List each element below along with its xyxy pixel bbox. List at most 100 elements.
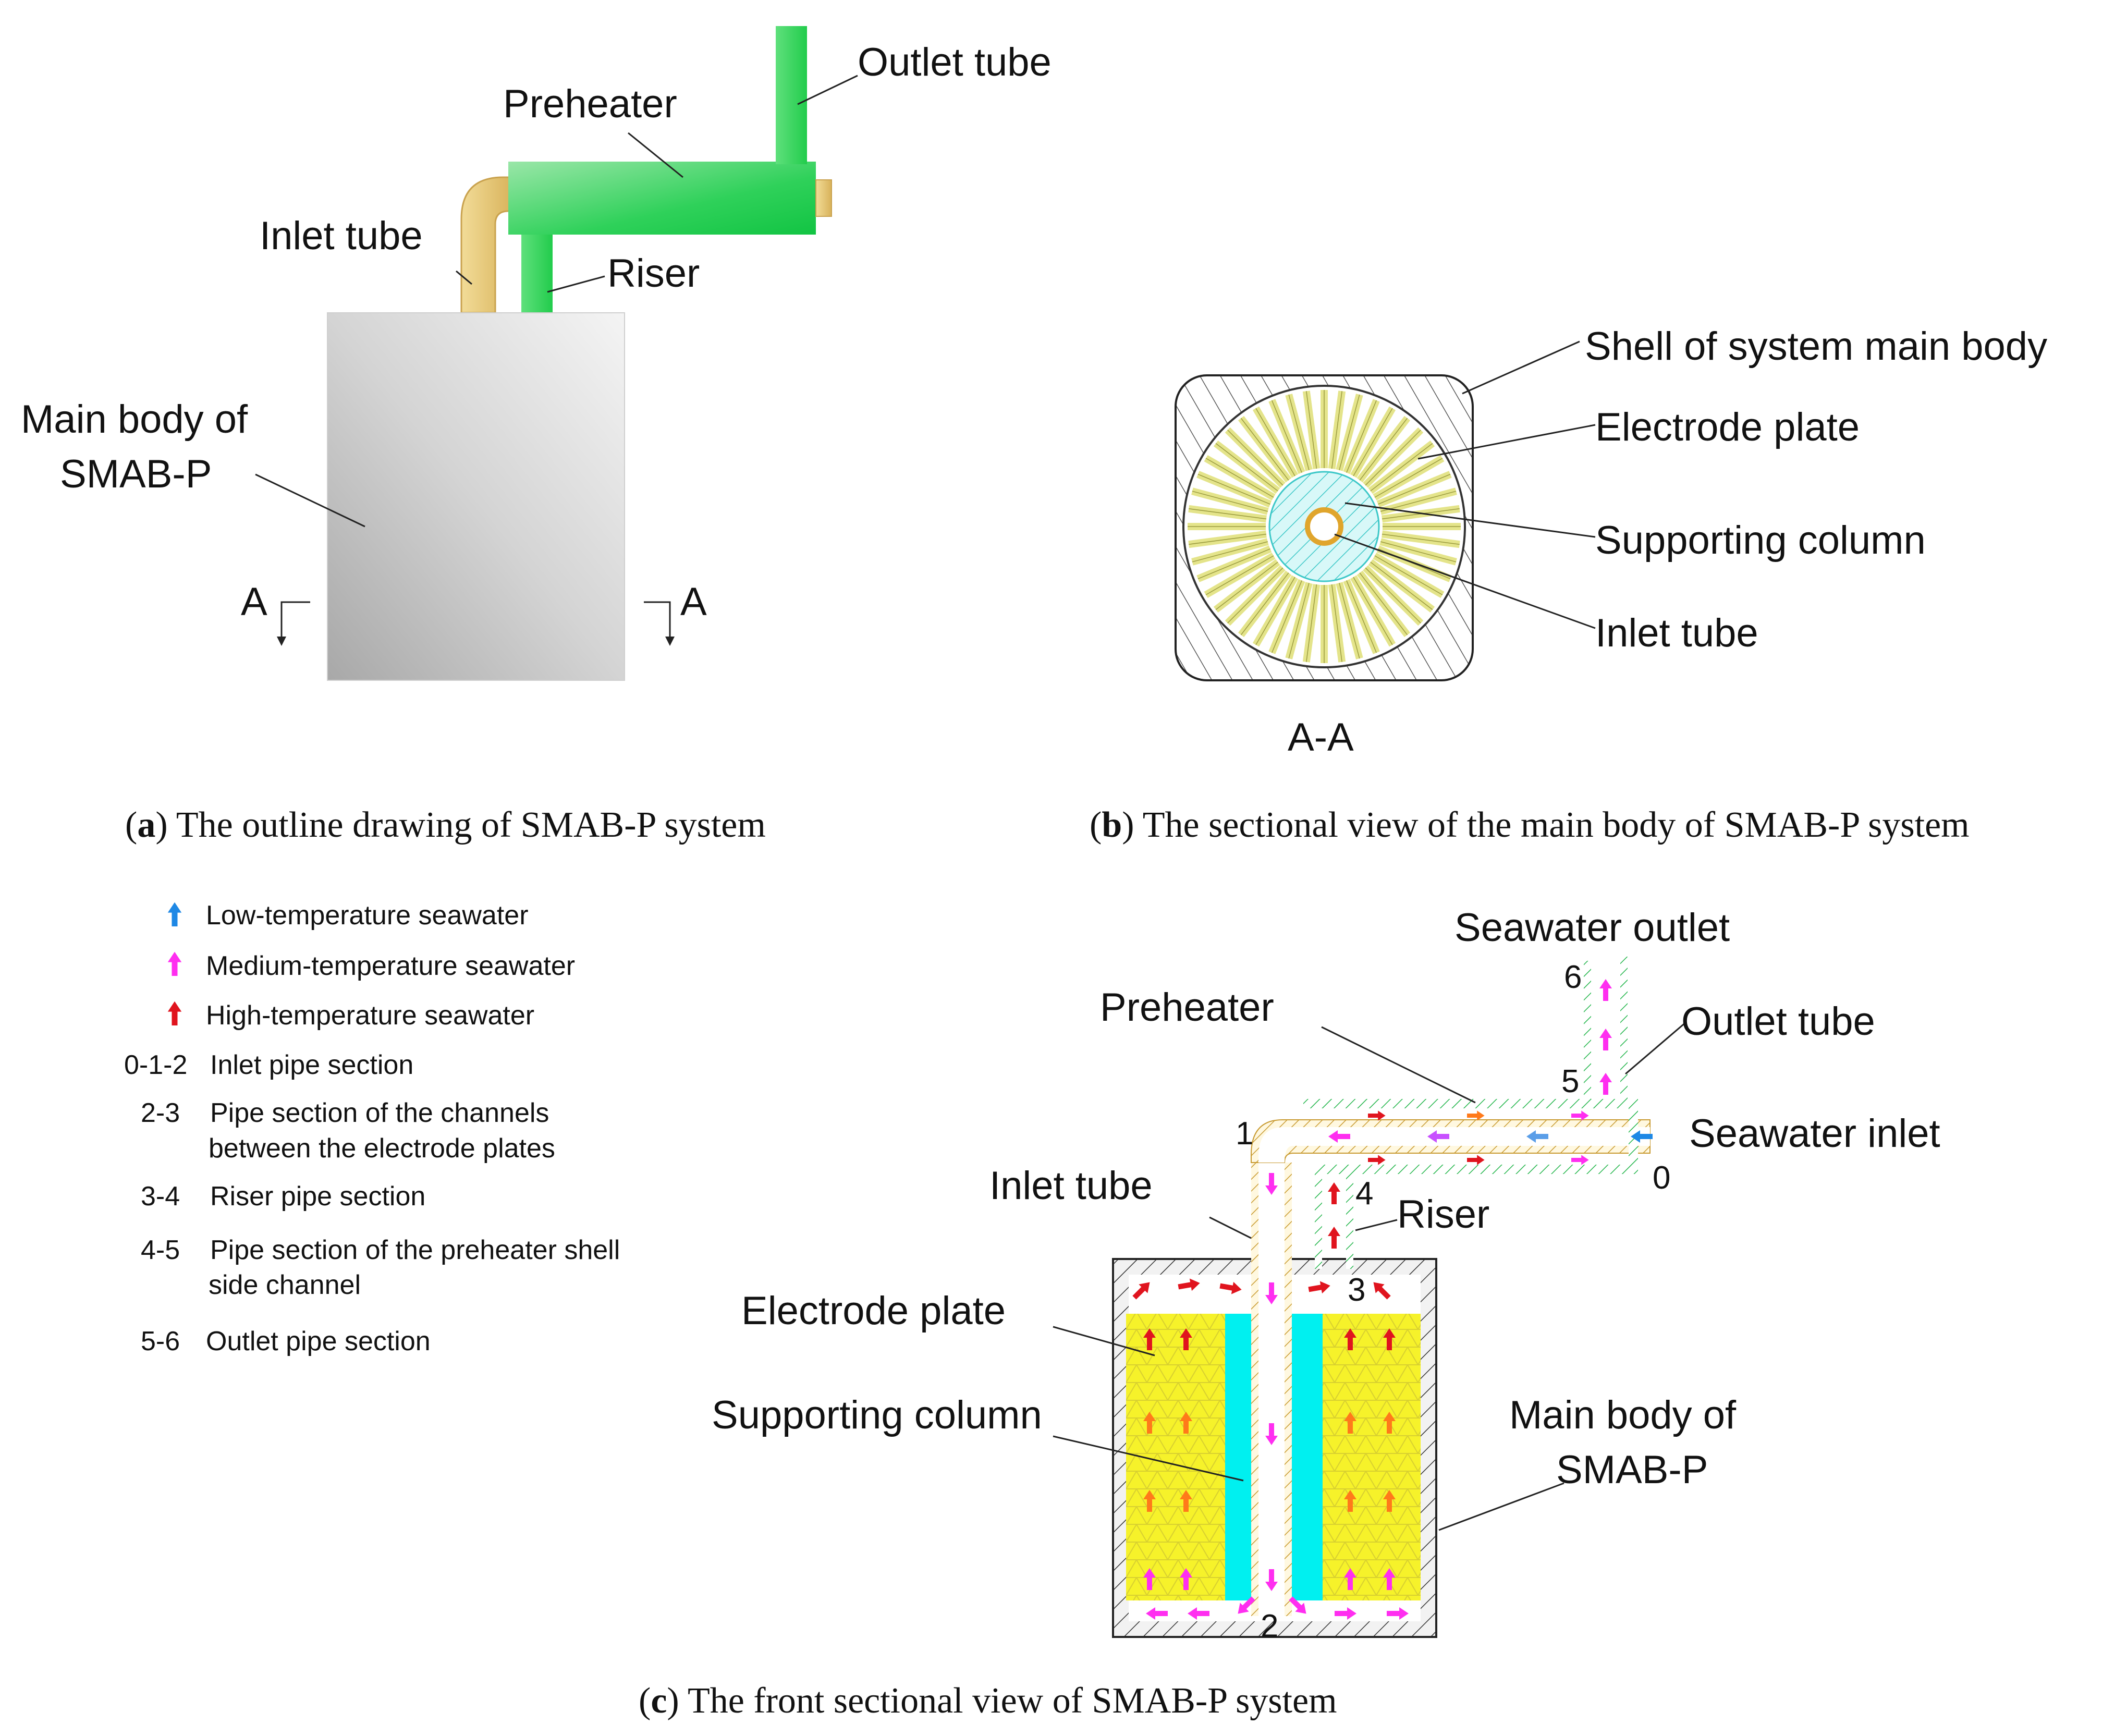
arrow-up-icon xyxy=(1143,1568,1156,1590)
electrode-plate-spoke-edge xyxy=(1346,400,1377,473)
label-outlet-tube-c: Outlet tube xyxy=(1681,999,1875,1044)
electrode-plate-spoke-edge xyxy=(1272,580,1302,653)
electrode-plate-spoke-edge xyxy=(1370,561,1433,610)
preheater-shell-top xyxy=(1303,1099,1637,1108)
preheater-inlet-stub xyxy=(815,179,832,217)
arrow-up-icon xyxy=(1180,1490,1192,1512)
preheater-shape xyxy=(508,162,816,235)
label-electrode-plate-b: Electrode plate xyxy=(1595,405,1860,449)
point-3: 3 xyxy=(1348,1272,1365,1308)
label-section-a-right: A xyxy=(680,580,707,624)
electrode-plate-spoke-edge xyxy=(1306,584,1317,662)
arrow-up-icon xyxy=(1383,1490,1396,1512)
arrow-inlet-icon xyxy=(1631,1130,1653,1143)
label-preheater-a: Preheater xyxy=(503,82,677,126)
inlet-tube-ring xyxy=(1305,507,1343,546)
outlet-tube-shape xyxy=(776,26,807,164)
electrode-plate-spoke-edge xyxy=(1205,555,1274,595)
arrow-up-icon xyxy=(1143,1412,1156,1434)
electrode-plate-spoke-edge xyxy=(1359,572,1408,635)
inlet-tube-wall-left xyxy=(1251,1163,1258,1616)
electrode-plate-spoke-edge xyxy=(1359,418,1408,481)
outlet-tube-wall-left xyxy=(1584,957,1591,1102)
electrode-plate-spoke-edge xyxy=(1197,474,1270,505)
arrow-high-temp-icon xyxy=(167,1001,182,1025)
electrode-plate-spoke-edge xyxy=(1189,533,1267,545)
label-preheater-c: Preheater xyxy=(1100,985,1274,1030)
panel-b-sectional-view: Shell of system main body Electrode plat… xyxy=(1090,324,2047,845)
label-riser-c: Riser xyxy=(1397,1192,1489,1237)
electrode-plate-spoke-edge xyxy=(1215,443,1278,492)
inlet-tube-bore xyxy=(1258,1163,1285,1616)
arrow-inlet-down-icon xyxy=(1265,1569,1278,1591)
legend-key-45: 4-5 xyxy=(141,1235,180,1265)
legend-text-56: Outlet pipe section xyxy=(206,1326,431,1356)
arrow-top-icon xyxy=(1219,1281,1242,1294)
arrow-preheater-icon xyxy=(1367,1155,1386,1165)
arrow-bottom-icon xyxy=(1188,1607,1209,1620)
arrow-bottom-icon xyxy=(1146,1607,1168,1620)
electrode-plate-spoke-edge xyxy=(1365,567,1421,624)
arrow-up-icon xyxy=(1143,1328,1156,1350)
electrode-plate-spoke-edge xyxy=(1346,580,1377,653)
arrow-inlet-down-icon xyxy=(1265,1282,1278,1304)
label-main-body-a-1: Main body of xyxy=(21,397,248,442)
inlet-tube-elbow-bore xyxy=(1258,1127,1650,1163)
electrode-plate-spoke-edge xyxy=(1382,533,1460,545)
legend-text-45b: side channel xyxy=(209,1270,361,1300)
electrode-plate-spoke-edge xyxy=(1378,474,1451,505)
electrode-plate-spoke-edge xyxy=(1288,582,1310,659)
riser-wall-left xyxy=(1315,1165,1322,1269)
label-supporting-column-c: Supporting column xyxy=(712,1393,1042,1437)
electrode-plate-spoke-edge xyxy=(1227,430,1283,486)
label-supporting-column-b: Supporting column xyxy=(1595,518,1926,563)
caption-c: (c) The front sectional view of SMAB-P s… xyxy=(639,1681,1337,1721)
arrow-up-icon xyxy=(1180,1328,1192,1350)
panel-c-front-sectional-view: Seawater outlet Preheater Outlet tube Se… xyxy=(639,906,1940,1721)
main-body-shape xyxy=(327,312,625,681)
arrow-preheater-icon xyxy=(1367,1110,1386,1121)
arrow-up-icon xyxy=(1180,1568,1192,1590)
arrow-top-icon xyxy=(1178,1278,1200,1291)
electrode-plate-spoke-edge xyxy=(1240,418,1289,481)
label-inlet-tube-b: Inlet tube xyxy=(1595,611,1758,655)
electrode-plate-spoke-edge xyxy=(1306,391,1317,469)
arrow-preheater-icon xyxy=(1571,1110,1589,1121)
arrow-up-icon xyxy=(1383,1568,1396,1590)
electrode-plate-spoke-edge xyxy=(1215,561,1278,610)
electrode-plate-spoke-edge xyxy=(1331,584,1342,662)
legend-high-temp: High-temperature seawater xyxy=(206,1000,534,1031)
arrow-inlet-down-icon xyxy=(1265,1423,1278,1445)
riser-shape xyxy=(521,224,553,315)
arrow-bottom-icon xyxy=(1238,1596,1255,1614)
arrow-inlet-icon xyxy=(1427,1130,1449,1143)
legend-text-012: Inlet pipe section xyxy=(210,1050,413,1080)
preheater-shell-bottom xyxy=(1314,1165,1637,1174)
electrode-plate-spoke-edge xyxy=(1227,567,1283,624)
point-6: 6 xyxy=(1564,959,1582,995)
panel-a-outline-drawing: Outlet tube Preheater Inlet tube Riser M… xyxy=(21,26,1052,845)
inlet-tube-shape xyxy=(460,176,515,314)
legend-key-23: 2-3 xyxy=(141,1098,180,1128)
point-1: 1 xyxy=(1236,1116,1253,1152)
point-0: 0 xyxy=(1653,1160,1670,1196)
arrow-up-icon xyxy=(1344,1328,1356,1350)
electrode-plate-spoke-edge xyxy=(1380,541,1457,563)
label-inlet-tube-c: Inlet tube xyxy=(989,1164,1153,1208)
outlet-tube-cap-left xyxy=(1577,957,1598,961)
electrode-plate-spoke-edge xyxy=(1288,394,1310,471)
outlet-tube-wall-right xyxy=(1620,957,1628,1102)
arrow-inlet-icon xyxy=(1526,1130,1548,1143)
arrow-up-icon xyxy=(1344,1412,1356,1434)
caption-b: (b) The sectional view of the main body … xyxy=(1090,805,1970,845)
electrode-plate-spoke-edge xyxy=(1353,577,1393,645)
arrow-outlet-icon xyxy=(1599,979,1612,1001)
arrow-up-icon xyxy=(1383,1412,1396,1434)
electrode-plate-spoke-edge xyxy=(1205,458,1274,498)
arrow-up-icon xyxy=(1383,1328,1396,1350)
legend-text-23a: Pipe section of the channels xyxy=(210,1098,549,1128)
caption-a: (a) The outline drawing of SMAB-P system xyxy=(125,805,766,845)
arrow-up-icon xyxy=(1344,1490,1356,1512)
label-section-a-left: A xyxy=(241,580,267,624)
legend-text-23b: between the electrode plates xyxy=(209,1133,555,1164)
